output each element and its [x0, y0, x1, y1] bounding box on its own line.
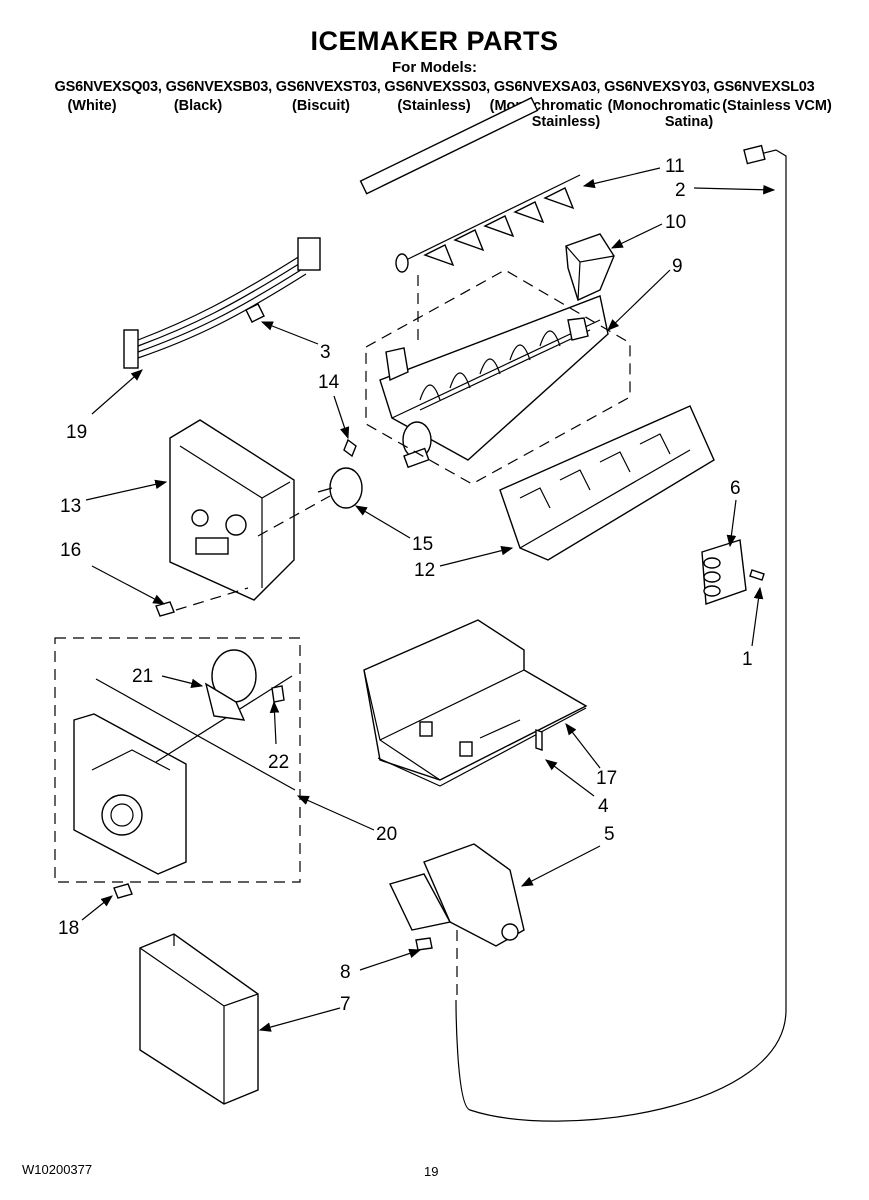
callout-6: 6	[730, 478, 741, 499]
callout-arrow-6	[726, 499, 737, 548]
callout-21: 21	[132, 666, 153, 687]
callout-arrow-22	[269, 700, 280, 745]
variant-label: (Stainless VCM)	[722, 98, 832, 114]
model-list: GS6NVEXSQ03, GS6NVEXSB03, GS6NVEXST03, G…	[54, 79, 815, 95]
callout-2: 2	[675, 180, 686, 201]
variant-stainless-vcm: (Stainless VCM)	[718, 98, 836, 114]
variant-label: (Biscuit)	[292, 98, 350, 114]
callout-16: 16	[60, 540, 81, 561]
callout-15: 15	[412, 534, 433, 555]
callout-9: 9	[672, 256, 683, 277]
mold-assembly	[379, 295, 609, 469]
variant-label: (Black)	[173, 98, 223, 114]
control-housing	[169, 419, 295, 601]
callout-arrow-18	[81, 895, 113, 921]
callout-arrow-16	[91, 565, 166, 605]
motor	[317, 467, 363, 509]
callout-18: 18	[58, 918, 79, 939]
screw	[535, 729, 543, 751]
callout-arrow-17	[565, 723, 601, 769]
callout-arrow-2	[693, 184, 776, 195]
motor-alignment-line	[257, 495, 331, 537]
callout-7: 7	[340, 994, 351, 1015]
screw	[113, 883, 133, 899]
callout-19: 19	[66, 422, 87, 443]
callout-arrow-3	[260, 321, 319, 345]
callout-13: 13	[60, 496, 81, 517]
callout-arrow-9	[607, 269, 671, 331]
callout-arrow-21	[161, 675, 204, 689]
callout-arrow-11	[582, 167, 661, 189]
mounting-bracket	[701, 539, 747, 605]
ejector-shaft	[359, 96, 581, 273]
leader-line	[95, 678, 296, 791]
callout-arrow-4	[545, 759, 595, 797]
callout-17: 17	[596, 768, 617, 789]
leader-line	[155, 675, 293, 763]
callout-arrow-14	[333, 395, 350, 440]
page-number: 19	[424, 1164, 439, 1179]
callout-arrow-13	[85, 479, 168, 501]
screw-alignment-line	[175, 587, 249, 611]
callout-22: 22	[268, 752, 289, 773]
callout-arrow-20	[296, 795, 375, 831]
timing-motor	[204, 649, 257, 721]
callout-20: 20	[376, 824, 397, 845]
variant-label: Satina)	[664, 114, 714, 130]
callout-14: 14	[318, 372, 340, 393]
callout-arrow-15	[354, 505, 411, 539]
thermostat-clip	[343, 438, 357, 458]
variant-label: (Stainless)	[397, 98, 471, 114]
front-cover	[499, 405, 715, 561]
variant-label: (Monochromatic	[607, 98, 721, 114]
variant-stainless: (Stainless)	[384, 98, 484, 114]
callout-arrow-7	[258, 1007, 341, 1032]
callout-arrow-19	[91, 369, 143, 415]
screw	[271, 685, 285, 703]
variant-mono-satina: (Monochromatic Satina)	[602, 98, 726, 130]
callout-arrow-10	[610, 223, 663, 249]
variant-label: (White)	[67, 98, 117, 114]
variant-black: (Black)	[158, 98, 238, 114]
callout-arrow-8	[359, 948, 422, 971]
callout-11: 11	[665, 156, 685, 177]
screw	[749, 569, 765, 581]
page-subtitle: For Models:	[392, 59, 477, 76]
control-module	[73, 713, 187, 875]
insulation-pad	[139, 933, 259, 1105]
screw	[155, 601, 175, 617]
callout-8: 8	[340, 962, 351, 983]
callout-10: 10	[665, 212, 686, 233]
callout-arrow-5	[520, 845, 601, 887]
wire-harness	[123, 237, 321, 369]
variant-white: (White)	[52, 98, 132, 114]
document-number: W10200377	[22, 1162, 93, 1177]
callout-4: 4	[598, 796, 609, 817]
fill-tube	[455, 144, 787, 1122]
water-valve	[389, 843, 525, 947]
icemaker-base-tray	[363, 619, 588, 787]
callout-arrow-12	[439, 545, 514, 567]
callout-5: 5	[604, 824, 615, 845]
variant-label: Stainless)	[531, 114, 601, 130]
page-title: ICEMAKER PARTS	[310, 26, 559, 56]
callout-12: 12	[414, 560, 435, 581]
callout-3: 3	[320, 342, 331, 363]
module-dashed-boundary	[54, 637, 301, 883]
mold-cover	[565, 233, 615, 301]
variant-biscuit: (Biscuit)	[276, 98, 366, 114]
callout-1: 1	[742, 649, 753, 670]
callout-arrow-1	[751, 586, 764, 647]
screw	[415, 937, 433, 951]
